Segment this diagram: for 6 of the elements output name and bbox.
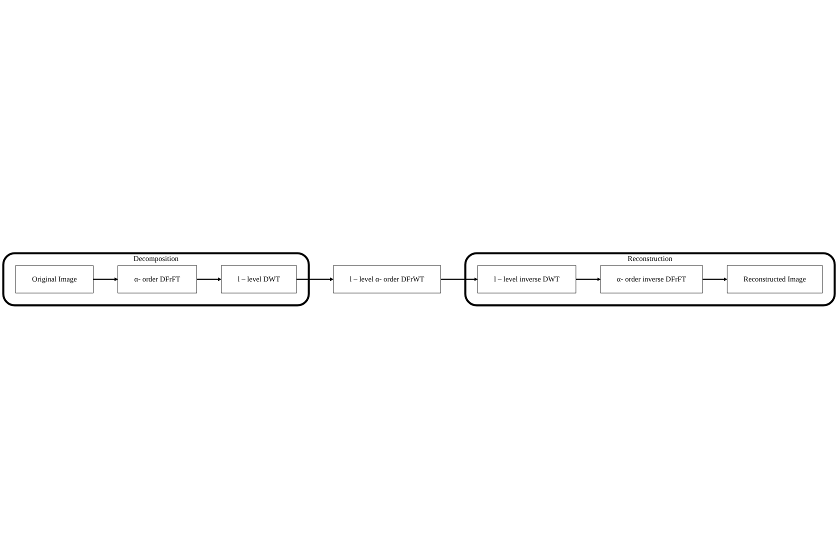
arrow: [576, 278, 601, 282]
arrow: [93, 278, 118, 282]
arrow: [196, 278, 222, 282]
arrow: [702, 278, 728, 282]
arrow: [440, 278, 478, 282]
arrow: [296, 278, 334, 282]
